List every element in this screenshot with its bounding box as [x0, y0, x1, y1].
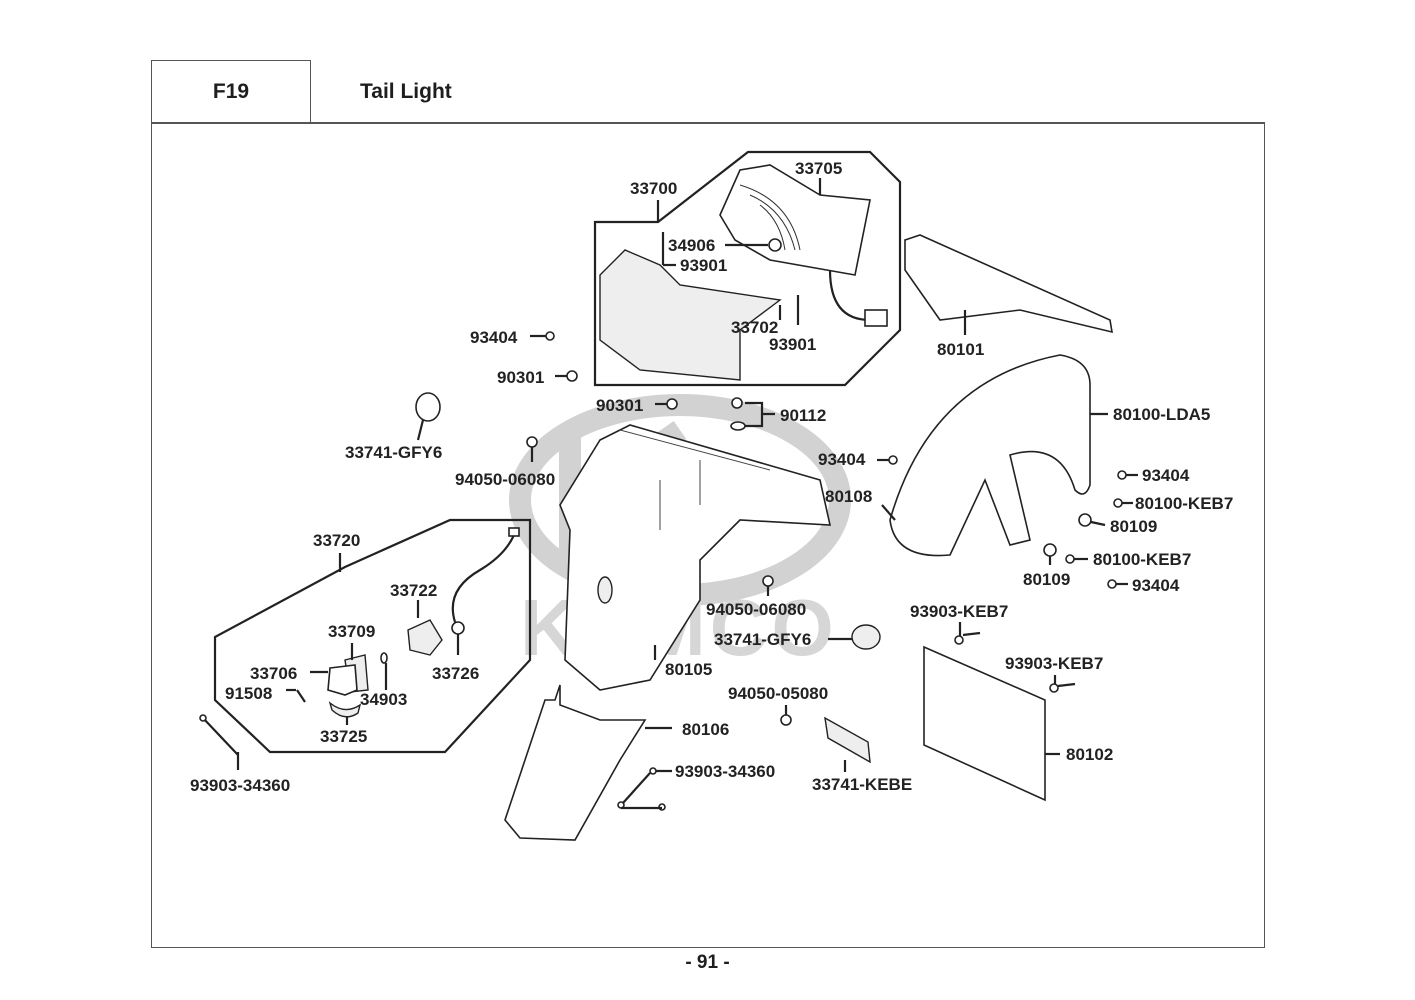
fastener-80100-keb7b	[1065, 554, 1088, 564]
part-33705-lamp	[719, 164, 871, 276]
label-33741-gfy6-a: 33741-GFY6	[345, 443, 442, 462]
group-outline-33700	[593, 150, 902, 387]
label-80100-keb7-b: 80100-KEB7	[1093, 550, 1191, 569]
label-33720: 33720	[313, 531, 360, 550]
part-91508-screw	[286, 688, 306, 703]
label-94050-06080-a: 94050-06080	[455, 470, 555, 489]
lamp-connector	[864, 309, 888, 327]
section-code: F19	[212, 80, 250, 103]
label-93903-34360-a: 93903-34360	[190, 776, 290, 795]
part-33741-gfy6b-reflector	[828, 624, 881, 650]
fastener-93404c	[1117, 470, 1138, 480]
lamp-wire	[828, 269, 871, 322]
label-91508: 91508	[225, 684, 272, 703]
leader-80108	[881, 504, 896, 521]
label-34906: 34906	[668, 236, 715, 255]
label-80100-lda5: 80100-LDA5	[1113, 405, 1210, 424]
part-34903-bulb	[380, 652, 388, 690]
part-33741-kebe-reflector	[824, 716, 871, 772]
part-33706-housing	[310, 664, 358, 696]
label-33725: 33725	[320, 727, 367, 746]
label-80100-keb7-a: 80100-KEB7	[1135, 494, 1233, 513]
label-93404-d: 93404	[1132, 576, 1180, 595]
label-93903-34360-b: 93903-34360	[675, 762, 775, 781]
label-94050-06080-b: 94050-06080	[706, 600, 806, 619]
fastener-80109a	[1078, 513, 1106, 527]
label-33706: 33706	[250, 664, 297, 683]
label-33741-kebe: 33741-KEBE	[812, 775, 912, 794]
label-93404-b: 93404	[818, 450, 866, 469]
fastener-94050-06080a	[526, 436, 538, 462]
label-93901-a: 93901	[680, 256, 727, 275]
label-80108: 80108	[825, 487, 872, 506]
label-93404-c: 93404	[1142, 466, 1190, 485]
page-number: - 91 -	[685, 952, 730, 973]
label-93901-b: 93901	[769, 335, 816, 354]
part-33726-socket-wire	[451, 527, 520, 655]
screws-93903-34360b	[617, 767, 672, 811]
label-90112: 90112	[780, 406, 826, 425]
label-33722: 33722	[390, 581, 437, 600]
fastener-94050-06080b	[762, 575, 774, 596]
label-80106: 80106	[682, 720, 729, 739]
label-80101: 80101	[937, 340, 984, 359]
fastener-93404d	[1107, 579, 1128, 589]
part-80100-lda5-fender	[889, 354, 1091, 557]
part-33722-socket	[407, 600, 443, 656]
screw-93903-keb7b	[1049, 675, 1076, 693]
label-33705: 33705	[795, 159, 842, 178]
part-80101-bracket	[904, 234, 1113, 334]
page-title: Tail Light	[360, 80, 452, 103]
label-80109-b: 80109	[1023, 570, 1070, 589]
label-80102: 80102	[1066, 745, 1113, 764]
fastener-80100-keb7a	[1113, 498, 1133, 508]
label-33700: 33700	[630, 179, 677, 198]
fastener-93404b	[877, 455, 898, 465]
label-90301-b: 90301	[596, 396, 643, 415]
title-box	[310, 60, 1265, 124]
screw-93903-keb7a	[954, 622, 981, 645]
fastener-94050-05080	[780, 705, 792, 726]
fastener-93404a	[530, 331, 555, 341]
part-80106-mud-flap	[504, 684, 647, 841]
label-80105: 80105	[665, 660, 712, 679]
fastener-90301a	[555, 370, 578, 382]
label-94050-05080: 94050-05080	[728, 684, 828, 703]
part-80102-license-plate	[923, 645, 1046, 802]
label-33709: 33709	[328, 622, 375, 641]
section-code-box	[151, 60, 311, 124]
fastener-90301b	[655, 398, 678, 410]
label-33741-gfy6-b: 33741-GFY6	[714, 630, 811, 649]
part-33741-gfy6a-reflector	[415, 392, 441, 441]
part-80105-rear-fender	[559, 424, 832, 691]
label-93404-a: 93404	[470, 328, 518, 347]
fastener-80109b	[1043, 543, 1057, 565]
label-90301-a: 90301	[497, 368, 544, 387]
screw-93903-34360a	[199, 714, 240, 770]
label-93903-keb7-a: 93903-KEB7	[910, 602, 1008, 621]
label-80109-a: 80109	[1110, 517, 1157, 536]
part-33702-cover	[599, 249, 782, 381]
label-33726: 33726	[432, 664, 479, 683]
part-33725-lens-lower	[328, 701, 362, 725]
label-93903-keb7-b: 93903-KEB7	[1005, 654, 1103, 673]
label-33702: 33702	[731, 318, 778, 337]
diagram-frame	[151, 122, 1265, 948]
group-outline-33720	[213, 518, 532, 754]
fastener-90112	[730, 397, 775, 431]
part-34906-bulb	[768, 238, 782, 252]
label-34903: 34903	[360, 690, 407, 709]
